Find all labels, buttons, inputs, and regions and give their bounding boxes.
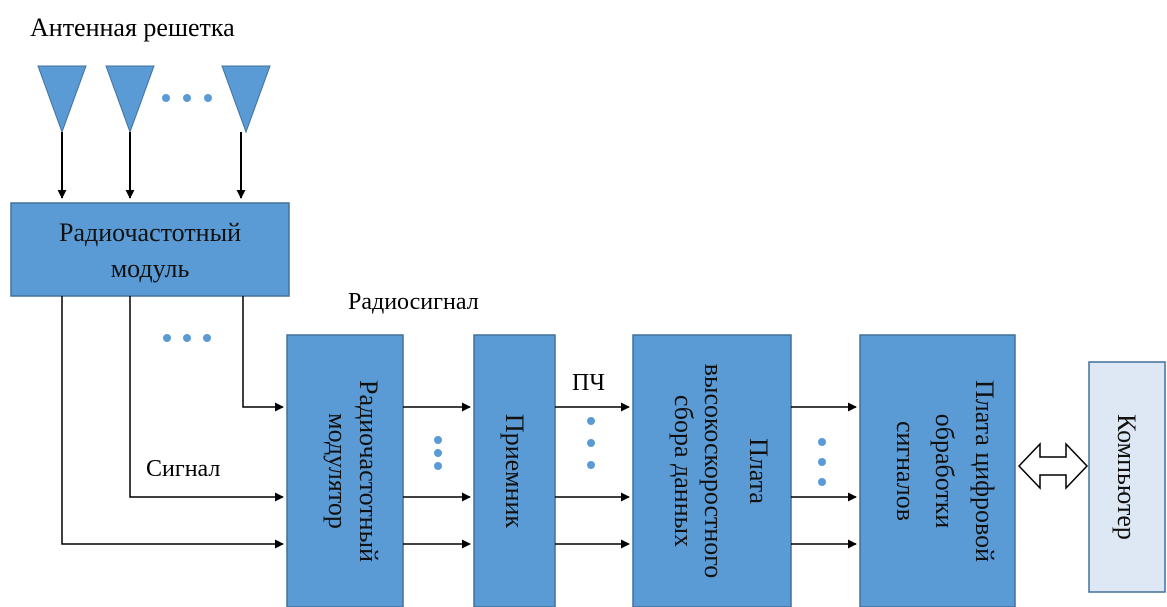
receiver-label: Приемник xyxy=(500,414,529,529)
signal-label: Сигнал xyxy=(146,456,220,482)
antenna-icon xyxy=(105,65,155,134)
ellipsis-dots-icon xyxy=(587,417,595,469)
daq-board-label-line1: Плата xyxy=(744,438,773,504)
rf-signal-line xyxy=(61,296,284,549)
dsp-board-label-line3: сигналов xyxy=(891,421,920,521)
daq-board-label-line3: сбора данных xyxy=(669,395,698,547)
modulator-to-receiver-arrows xyxy=(403,402,471,549)
dsp-board-label-line2: обработки xyxy=(930,414,959,529)
rf-module-block: Радиочастотный модуль xyxy=(10,202,290,297)
dsp-board-label-line1: Плата цифровой xyxy=(970,380,999,562)
rf-signal-line xyxy=(129,296,284,502)
receiver-block: Приемник xyxy=(473,334,556,607)
daq-board-label-line2: высокоскоростного xyxy=(699,364,728,579)
computer-block: Компьютер xyxy=(1088,361,1166,593)
dsp-board-block: Плата цифровой обработки сигналов xyxy=(859,334,1016,607)
ellipsis-dots-icon xyxy=(818,438,826,486)
daq-to-dsp-arrows xyxy=(791,402,857,549)
rf-modulator-label-line2: модулятор xyxy=(323,413,352,529)
rf-signal-line xyxy=(242,296,284,412)
rf-module-label-line2: модуль xyxy=(111,254,190,283)
receiver-to-daq-arrows xyxy=(555,402,630,549)
if-label: ПЧ xyxy=(572,370,605,396)
double-headed-hollow-arrow-icon xyxy=(1017,442,1089,490)
computer-label: Компьютер xyxy=(1112,414,1141,540)
radio-signal-label: Радиосигнал xyxy=(348,289,479,315)
rf-modulator-block: Радиочастотный модулятор xyxy=(286,334,404,607)
antenna-array-label: Антенная решетка xyxy=(30,13,235,42)
rf-module-label-line1: Радиочастотный xyxy=(59,218,241,247)
ellipsis-dots-icon xyxy=(162,94,212,102)
rf-modulator-label-line1: Радиочастотный xyxy=(354,380,383,562)
ellipsis-dots-icon xyxy=(434,436,442,470)
antenna-icon xyxy=(37,65,87,134)
rf-signal-lines xyxy=(61,296,284,549)
antenna-icon xyxy=(221,65,271,134)
ellipsis-dots-icon xyxy=(163,334,211,342)
daq-board-block: Плата высокоскоростного сбора данных xyxy=(632,334,792,607)
antenna-array xyxy=(37,65,271,199)
